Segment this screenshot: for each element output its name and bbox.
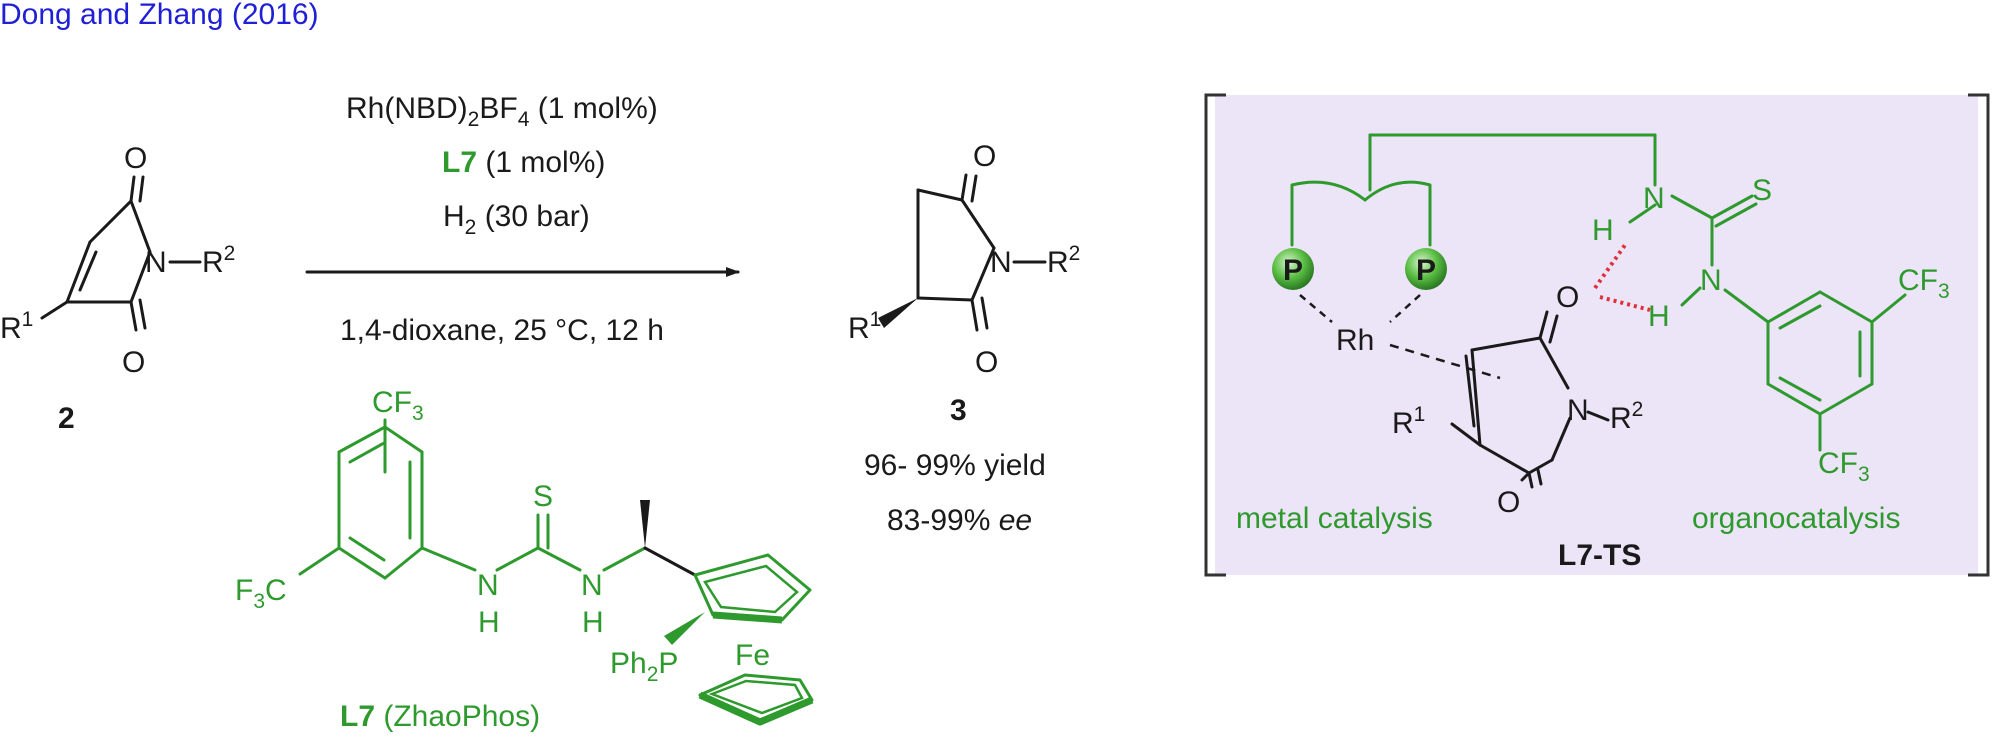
ligand-cf3-left: F3C bbox=[235, 574, 287, 613]
ligand-s: S bbox=[533, 480, 553, 513]
reaction-conditions: Rh(NBD)2BF4 (1 mol%) L7 (1 mol%) H2 (30 … bbox=[305, 92, 740, 347]
compound-label-2: 2 bbox=[58, 402, 75, 435]
ts-n-ring: N bbox=[1567, 394, 1589, 427]
product-ee: 83-99% ee bbox=[887, 504, 1032, 537]
ts-o-bottom: O bbox=[1497, 486, 1520, 519]
reactant-r2: R2 bbox=[202, 242, 235, 279]
ts-p-right: P bbox=[1416, 254, 1436, 287]
ligand-n2: N bbox=[581, 569, 603, 602]
product-r1: R1 bbox=[848, 308, 881, 345]
reactant-n: N bbox=[145, 246, 167, 279]
product-o-bottom: O bbox=[975, 346, 998, 379]
ts-s: S bbox=[1752, 174, 1772, 207]
ts-p-left: P bbox=[1283, 254, 1303, 287]
ligand-h1: H bbox=[478, 606, 500, 639]
product-3: O O N R2 R1 3 96- 99% yield 83-99% ee bbox=[848, 140, 1080, 537]
ts-label: L7-TS bbox=[1558, 539, 1641, 572]
ligand-cf3-top: CF3 bbox=[372, 386, 424, 425]
product-yield: 96- 99% yield bbox=[864, 449, 1046, 482]
ligand-l7-structure: CF3 F3C S N H N H Fe Ph2P L7 (ZhaoPhos) bbox=[235, 386, 814, 733]
reactant-o-bottom: O bbox=[122, 346, 145, 379]
reactant-r1: R1 bbox=[0, 308, 33, 345]
citation: Dong and Zhang (2016) bbox=[0, 0, 319, 31]
ts-cf3-right: CF3 bbox=[1898, 264, 1950, 303]
reactant-o-top: O bbox=[124, 142, 147, 175]
p-ball-right bbox=[1405, 248, 1447, 290]
solvent-temperature-time: 1,4-dioxane, 25 °C, 12 h bbox=[340, 314, 664, 347]
ts-n-top: N bbox=[1643, 182, 1665, 215]
ts-h-mid: H bbox=[1648, 300, 1670, 333]
ts-r2: R2 bbox=[1610, 398, 1643, 435]
catalyst-line: Rh(NBD)2BF4 (1 mol%) bbox=[346, 92, 658, 131]
organocatalysis-label: organocatalysis bbox=[1692, 502, 1900, 535]
ts-n-mid: N bbox=[1700, 264, 1722, 297]
ligand-loading-line: L7 (1 mol%) bbox=[442, 146, 605, 179]
hydrogen-pressure-line: H2 (30 bar) bbox=[443, 200, 590, 239]
product-n: N bbox=[990, 246, 1012, 279]
ts-o-hbond: O bbox=[1556, 281, 1579, 314]
compound-label-3: 3 bbox=[950, 394, 967, 427]
reactant-2: O O N R2 R1 2 bbox=[0, 142, 235, 435]
ts-cf3-bottom: CF3 bbox=[1818, 447, 1870, 486]
product-o-top: O bbox=[973, 140, 996, 173]
ligand-ph2p: Ph2P bbox=[610, 647, 678, 686]
ts-r1: R1 bbox=[1392, 403, 1425, 440]
product-r2: R2 bbox=[1047, 242, 1080, 279]
ligand-n1: N bbox=[477, 569, 499, 602]
transition-state-box: P P Rh bbox=[1204, 93, 1990, 577]
metal-catalysis-label: metal catalysis bbox=[1236, 502, 1433, 535]
ts-h-top: H bbox=[1592, 214, 1614, 247]
ts-rh: Rh bbox=[1336, 324, 1374, 357]
ligand-label: L7 (ZhaoPhos) bbox=[340, 700, 540, 733]
ligand-h2: H bbox=[582, 606, 604, 639]
ligand-fe: Fe bbox=[735, 639, 770, 672]
p-ball-left bbox=[1272, 248, 1314, 290]
